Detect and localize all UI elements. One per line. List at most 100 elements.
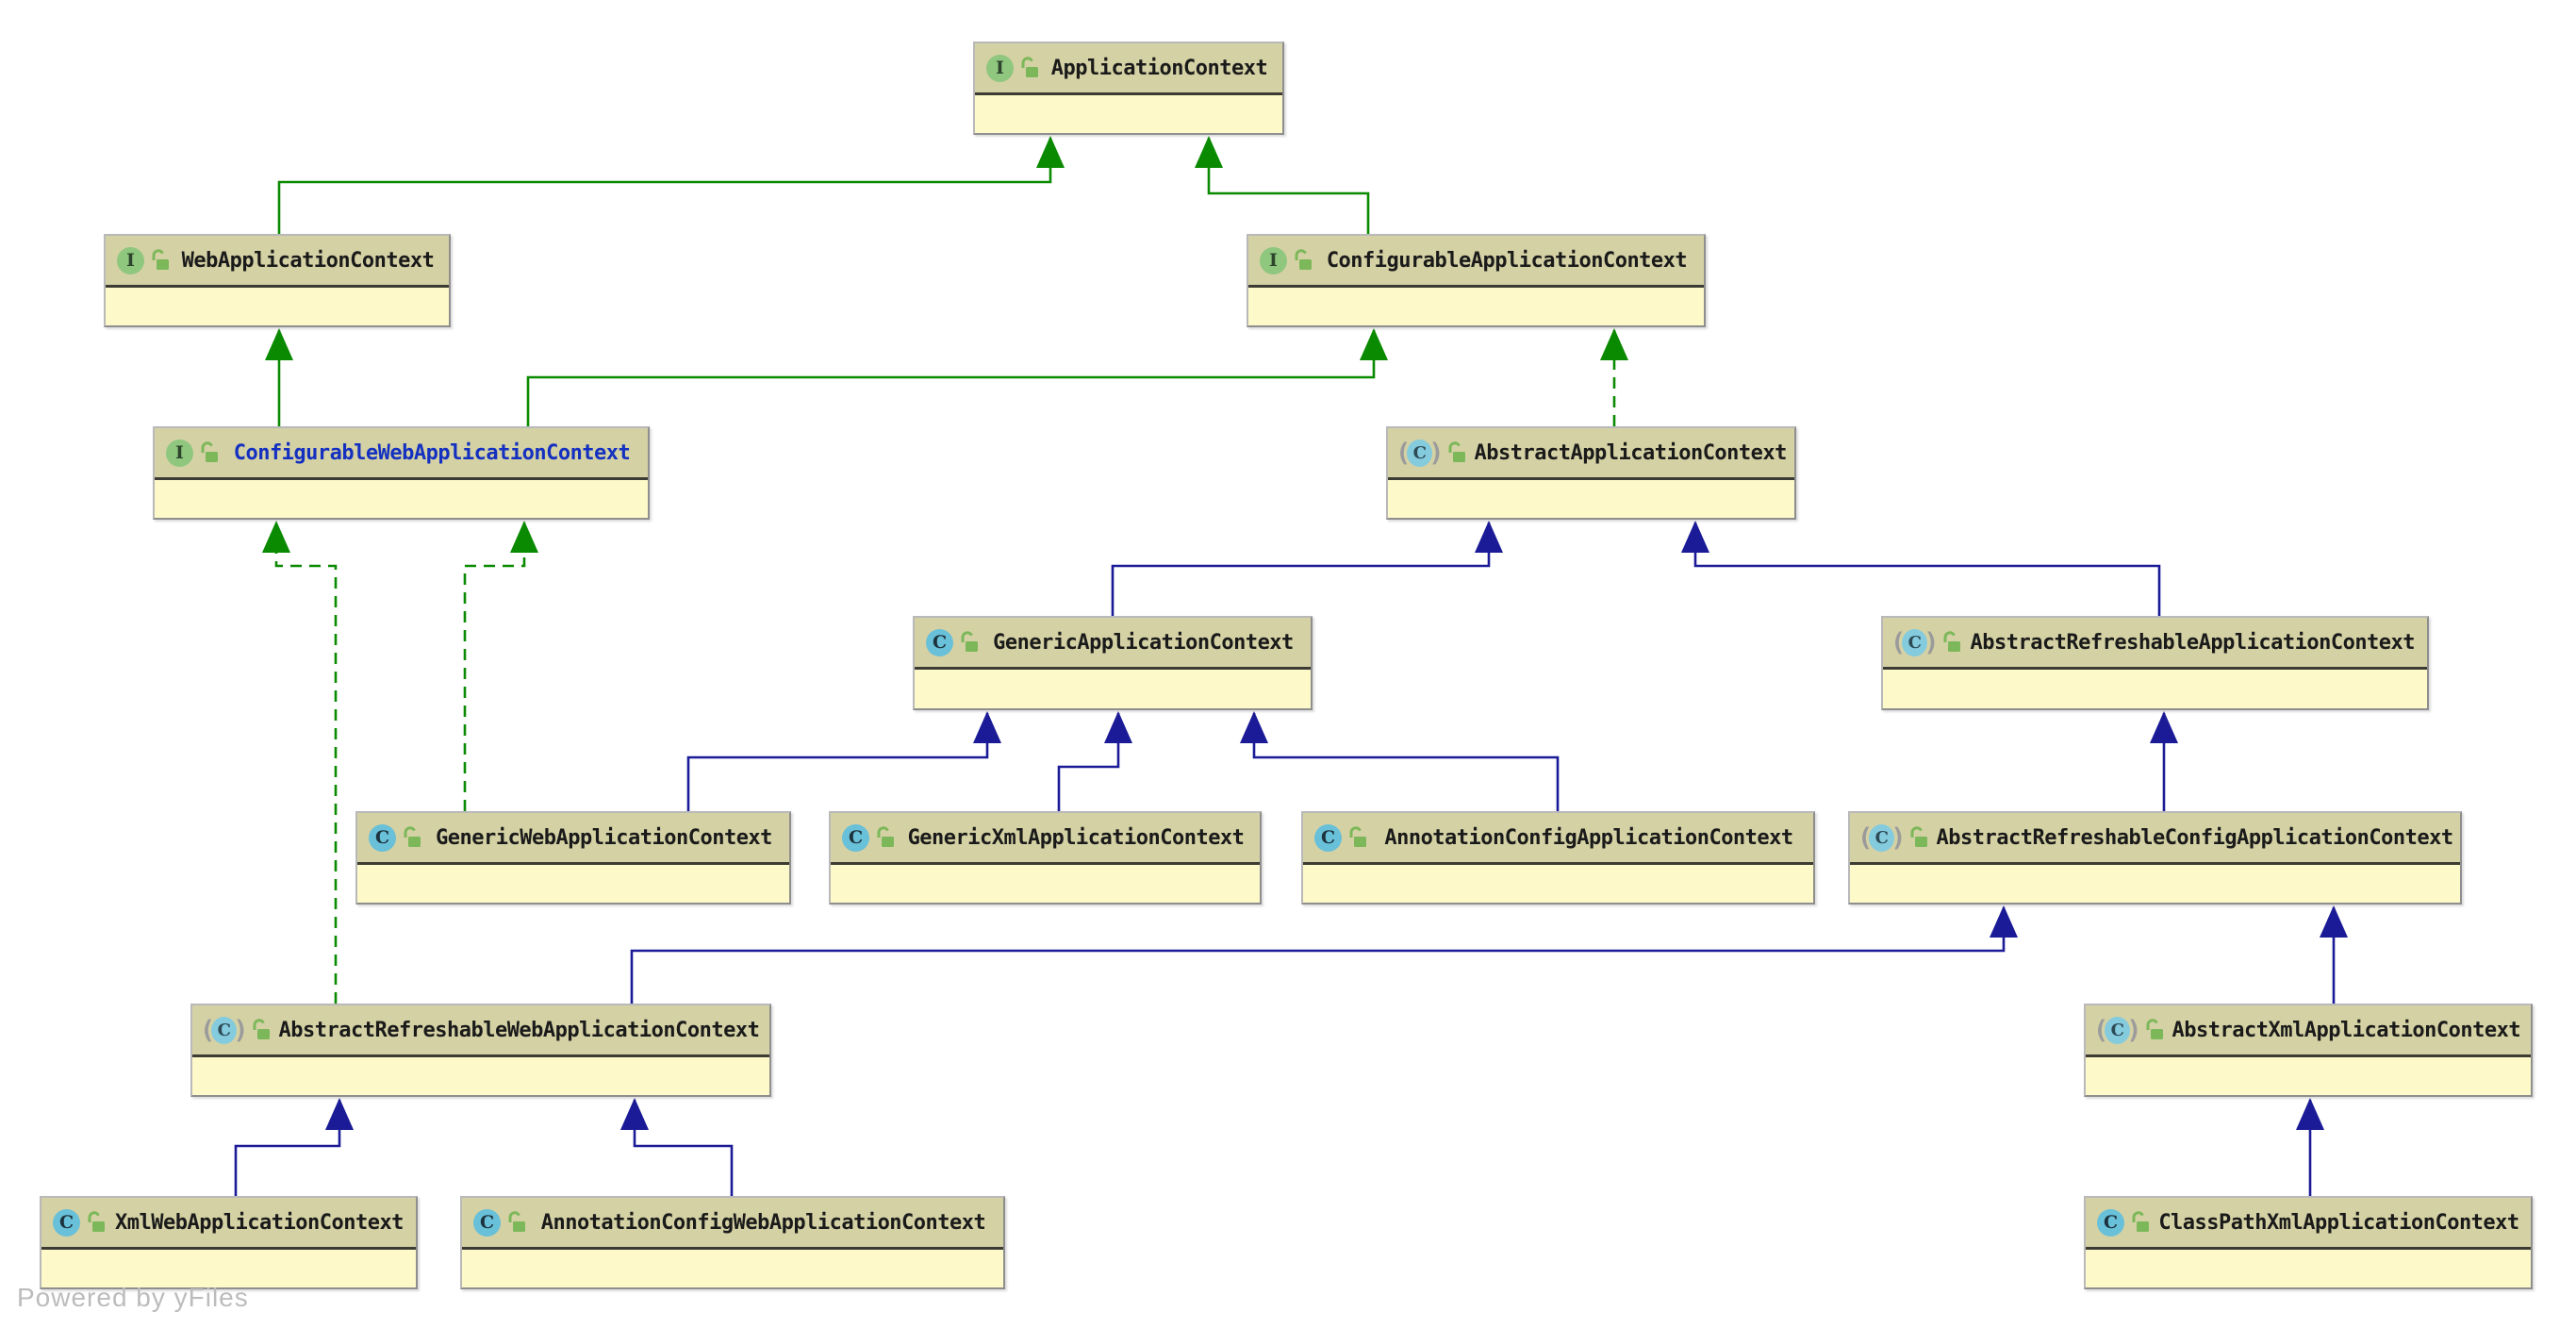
public-visibility-lock-icon	[2132, 1211, 2149, 1232]
class-icon: C	[369, 823, 396, 852]
edge-AbstractRefreshableWebApplicationContext-implements-ConfigurableWebApplicationContext[interactable]	[262, 521, 338, 1004]
class-name-label: AbstractRefreshableConfigApplicationCont…	[1936, 825, 2454, 850]
edge-AbstractRefreshableWebApplicationContext-extends-AbstractRefreshableConfigApplicationContext[interactable]	[630, 905, 2018, 1004]
public-visibility-lock-icon	[1943, 631, 1960, 652]
class-node-GenericWebApplicationContext[interactable]: C GenericWebApplicationContext	[355, 811, 791, 905]
class-node-WebApplicationContext[interactable]: I WebApplicationContext	[104, 234, 451, 327]
members-compartment	[2086, 1250, 2531, 1287]
class-node-AbstractRefreshableWebApplicationContext[interactable]: (C)AbstractRefreshableWebApplicationCont…	[190, 1004, 771, 1097]
class-header: (C)AbstractRefreshableConfigApplicationC…	[1850, 813, 2460, 865]
public-visibility-lock-icon	[1448, 441, 1465, 462]
interface-icon: I	[986, 54, 1014, 82]
abstract-paren-right: )	[1891, 822, 1907, 853]
abstract-paren-left: (	[2093, 1015, 2109, 1045]
members-compartment	[357, 865, 789, 903]
class-icon: C	[842, 823, 869, 852]
edge-GenericApplicationContext-extends-AbstractApplicationContext[interactable]	[1111, 521, 1503, 616]
class-header: I ConfigurableWebApplicationContext	[155, 428, 648, 480]
class-name-label: GenericWebApplicationContext	[436, 825, 772, 850]
public-visibility-lock-icon	[152, 249, 169, 270]
class-name-label: ClassPathXmlApplicationContext	[2158, 1210, 2519, 1235]
class-node-AbstractRefreshableConfigApplicationContext[interactable]: (C)AbstractRefreshableConfigApplicationC…	[1848, 811, 2462, 905]
class-name-label: AnnotationConfigWebApplicationContext	[540, 1210, 986, 1235]
class-header: (C) AbstractXmlApplicationContext	[2086, 1005, 2531, 1057]
edge-AbstractRefreshableApplicationContext-extends-AbstractApplicationContext[interactable]	[1681, 521, 2161, 616]
abstract-paren-right: )	[2126, 1015, 2142, 1045]
members-compartment	[1303, 865, 1813, 903]
public-visibility-lock-icon	[1910, 826, 1927, 847]
class-name-label: AnnotationConfigApplicationContext	[1384, 825, 1793, 850]
yfiles-watermark: Powered by yFiles	[17, 1283, 249, 1312]
abstract-paren-right: )	[233, 1015, 249, 1045]
class-name-label: AbstractRefreshableApplicationContext	[1970, 630, 2416, 655]
abstract-paren-right: )	[1924, 627, 1940, 657]
interface-icon: I	[166, 439, 193, 467]
public-visibility-lock-icon	[1021, 57, 1038, 77]
class-header: I WebApplicationContext	[106, 236, 449, 288]
edge-GenericXmlApplicationContext-extends-GenericApplicationContext[interactable]	[1057, 711, 1132, 811]
edge-XmlWebApplicationContext-extends-AbstractRefreshableWebApplicationContext[interactable]	[234, 1098, 354, 1196]
class-header: (C) AbstractApplicationContext	[1388, 428, 1794, 480]
class-name-label: AbstractApplicationContext	[1474, 440, 1788, 465]
abstract-class-icon: (C)	[2093, 1015, 2142, 1045]
edge-WebApplicationContext-extends-ApplicationContext[interactable]	[277, 136, 1065, 234]
edge-ConfigurableApplicationContext-extends-ApplicationContext[interactable]	[1195, 136, 1370, 234]
interface-icon: I	[117, 246, 144, 274]
public-visibility-lock-icon	[404, 826, 421, 847]
interface-icon: I	[1260, 246, 1287, 274]
class-node-AnnotationConfigApplicationContext[interactable]: C AnnotationConfigApplicationContext	[1301, 811, 1815, 905]
class-node-XmlWebApplicationContext[interactable]: C XmlWebApplicationContext	[40, 1196, 418, 1289]
class-icon: C	[1314, 823, 1342, 852]
abstract-class-icon: (C)	[1395, 438, 1445, 468]
class-icon: C	[53, 1208, 80, 1237]
members-compartment	[975, 95, 1282, 133]
edge-GenericWebApplicationContext-extends-GenericApplicationContext[interactable]	[686, 711, 1001, 811]
abstract-paren-right: )	[1428, 438, 1445, 468]
members-compartment	[41, 1250, 416, 1287]
abstract-paren-left: (	[1891, 627, 1907, 657]
class-name-label: XmlWebApplicationContext	[115, 1210, 404, 1235]
class-node-ConfigurableWebApplicationContext[interactable]: I ConfigurableWebApplicationContext	[153, 426, 650, 520]
class-name-label: GenericApplicationContext	[993, 630, 1294, 655]
class-node-ApplicationContext[interactable]: I ApplicationContext	[973, 42, 1284, 135]
public-visibility-lock-icon	[201, 441, 218, 462]
class-name-label: AbstractXmlApplicationContext	[2171, 1018, 2521, 1042]
edge-GenericWebApplicationContext-implements-ConfigurableWebApplicationContext[interactable]	[463, 521, 538, 811]
members-compartment	[1850, 865, 2460, 903]
edge-ConfigurableWebApplicationContext-extends-ConfigurableApplicationContext[interactable]	[526, 328, 1388, 426]
public-visibility-lock-icon	[88, 1211, 105, 1232]
class-name-label: AbstractRefreshableWebApplicationContext	[278, 1018, 760, 1042]
abstract-class-icon: (C)	[1891, 627, 1940, 657]
class-node-AbstractXmlApplicationContext[interactable]: (C) AbstractXmlApplicationContext	[2084, 1004, 2533, 1097]
class-header: C GenericWebApplicationContext	[357, 813, 789, 865]
members-compartment	[915, 670, 1311, 707]
members-compartment	[831, 865, 1260, 903]
class-header: (C)AbstractRefreshableWebApplicationCont…	[192, 1005, 769, 1057]
members-compartment	[155, 480, 648, 518]
class-name-label: ConfigurableWebApplicationContext	[233, 440, 631, 465]
members-compartment	[106, 288, 449, 325]
class-header: C AnnotationConfigApplicationContext	[1303, 813, 1813, 865]
class-name-label: WebApplicationContext	[181, 248, 435, 273]
class-header: C XmlWebApplicationContext	[41, 1198, 416, 1250]
class-node-AbstractRefreshableApplicationContext[interactable]: (C) AbstractRefreshableApplicationContext	[1881, 616, 2429, 710]
edge-AnnotationConfigWebApplicationContext-extends-AbstractRefreshableWebApplicationContext[interactable]	[620, 1098, 734, 1196]
abstract-paren-left: (	[200, 1015, 216, 1045]
class-name-label: ApplicationContext	[1050, 56, 1268, 80]
class-node-AbstractApplicationContext[interactable]: (C) AbstractApplicationContext	[1386, 426, 1796, 520]
members-compartment	[1883, 670, 2427, 707]
members-compartment	[1388, 480, 1794, 518]
edge-AnnotationConfigApplicationContext-extends-GenericApplicationContext[interactable]	[1240, 711, 1560, 811]
public-visibility-lock-icon	[253, 1019, 270, 1039]
